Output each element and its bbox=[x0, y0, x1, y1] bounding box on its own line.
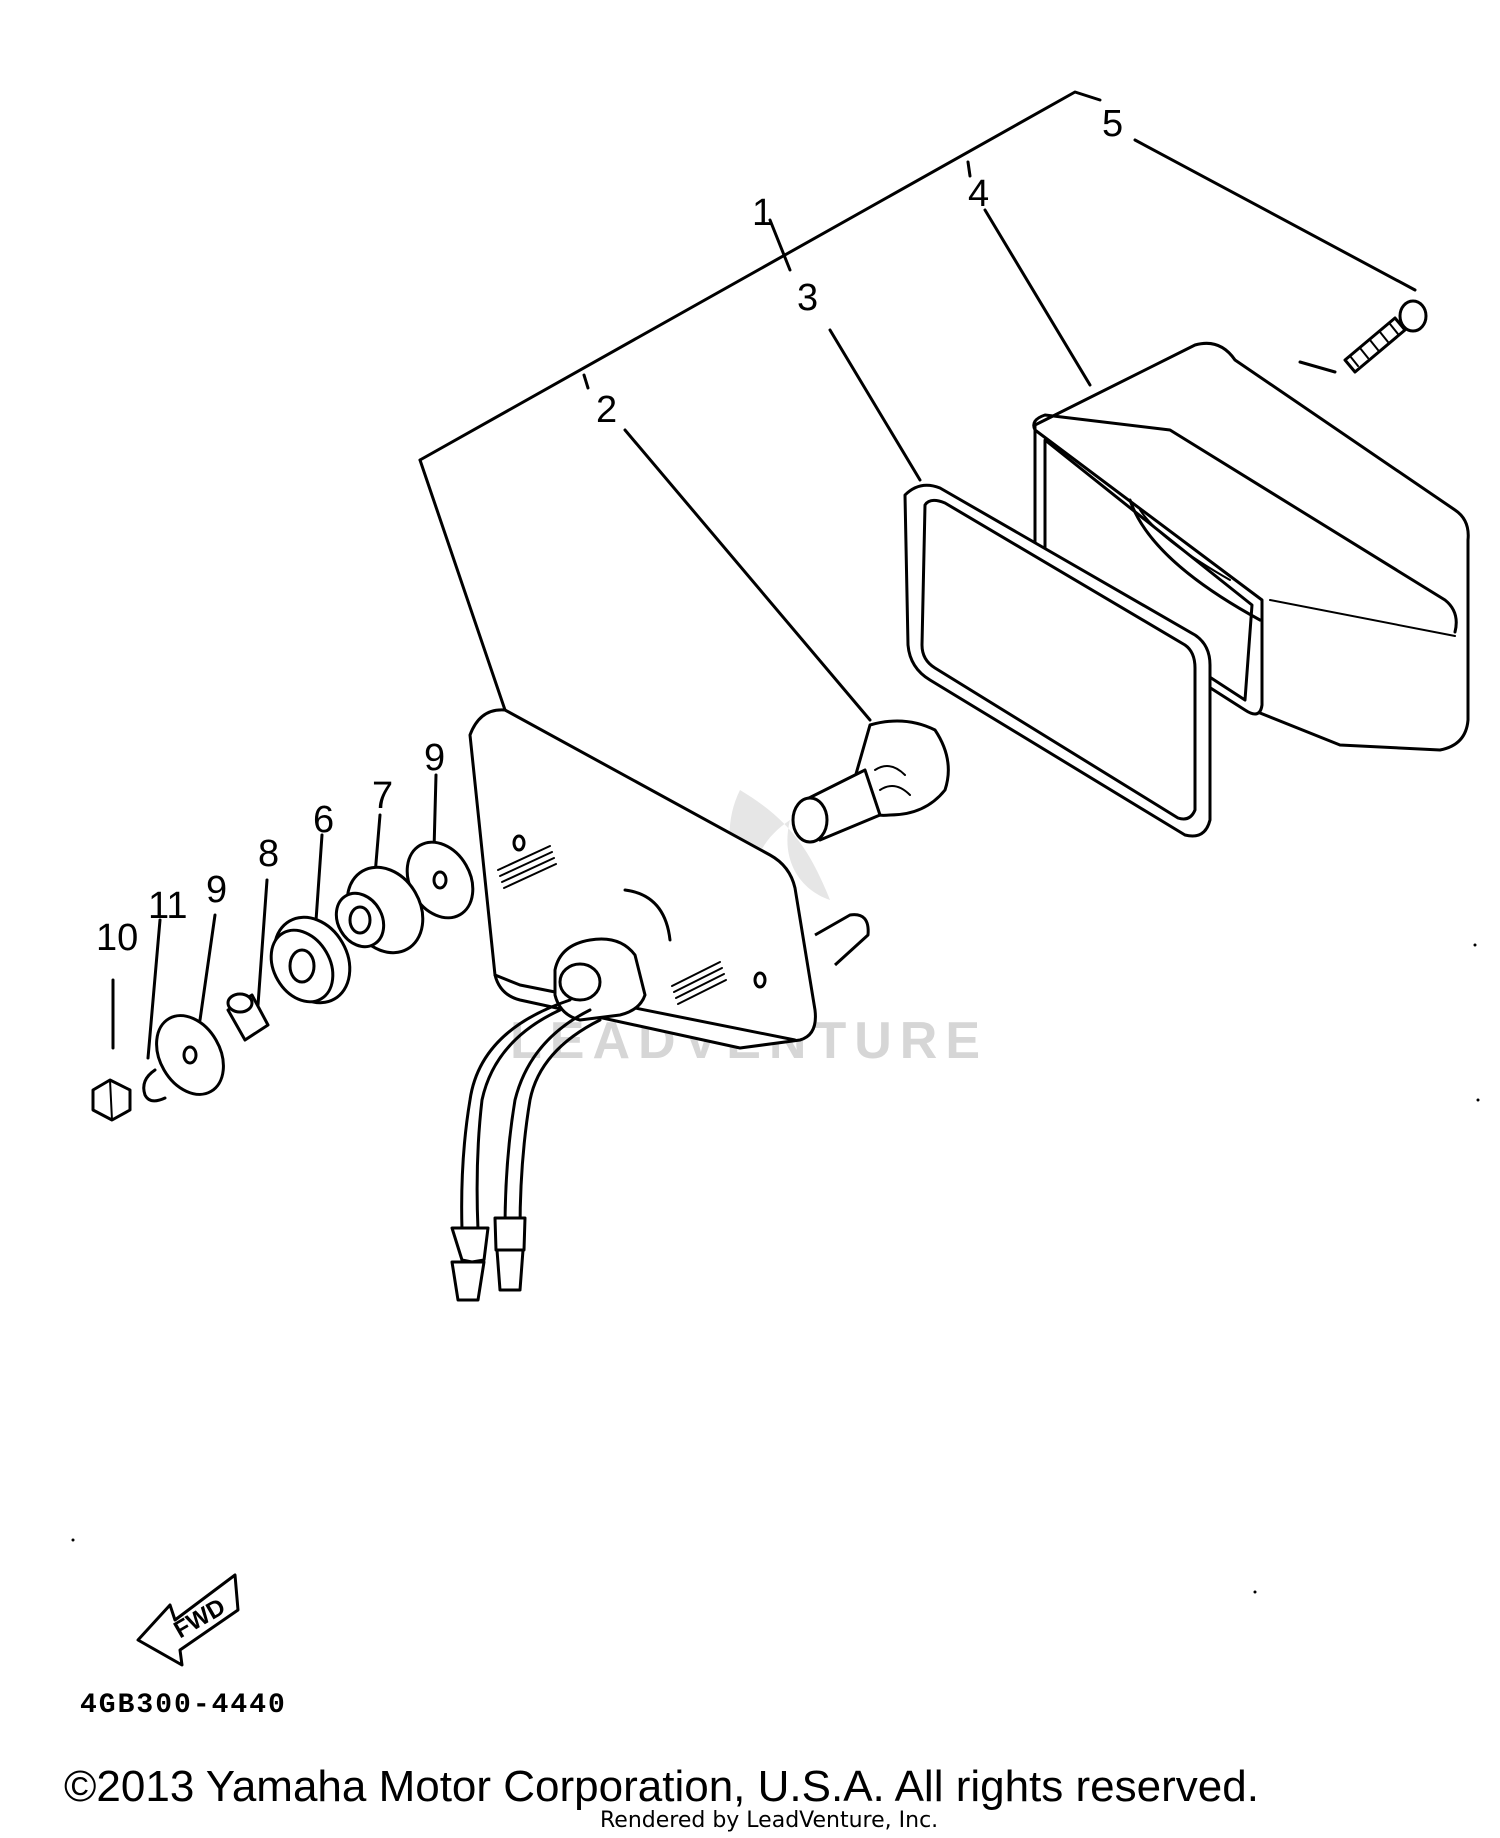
callout-1: 1 bbox=[752, 192, 773, 234]
scan-specks bbox=[71, 943, 1480, 1594]
callout-2: 2 bbox=[596, 389, 617, 431]
fwd-arrow-icon: FWD bbox=[136, 1573, 240, 1667]
callout-4: 4 bbox=[968, 173, 989, 215]
callout-5: 5 bbox=[1102, 103, 1123, 145]
callout-9-left: 9 bbox=[206, 869, 227, 911]
collar-part-8 bbox=[226, 992, 270, 1042]
screw-part-5 bbox=[1343, 299, 1428, 374]
callout-9-right: 9 bbox=[424, 737, 445, 779]
rendered-by-credit: Rendered by LeadVenture, Inc. bbox=[600, 1808, 939, 1833]
callout-7: 7 bbox=[372, 775, 393, 817]
rubber-part-6 bbox=[269, 915, 352, 1005]
part-code: 4GB300-4440 bbox=[80, 1690, 287, 1721]
nut-part-10 bbox=[91, 1078, 132, 1122]
callout-3: 3 bbox=[797, 277, 818, 319]
bulb-part-2 bbox=[791, 719, 950, 844]
copyright-notice: ©2013 Yamaha Motor Corporation, U.S.A. A… bbox=[64, 1762, 1259, 1811]
gasket-part-3 bbox=[903, 483, 1212, 838]
washer-part-9-right bbox=[405, 840, 475, 920]
callout-8: 8 bbox=[258, 833, 279, 875]
leader-lines bbox=[111, 90, 1417, 1060]
callout-10: 10 bbox=[96, 917, 138, 959]
callout-6: 6 bbox=[313, 799, 334, 841]
callout-labels: 1 2 3 4 5 6 7 8 9 9 10 11 bbox=[96, 103, 1123, 959]
tail-light-base-part-1 bbox=[450, 708, 870, 1302]
grommet-part-7 bbox=[334, 865, 425, 955]
washer-part-9-left bbox=[155, 1014, 225, 1096]
lock-washer-part-11 bbox=[142, 1068, 167, 1103]
callout-11: 11 bbox=[148, 885, 187, 927]
